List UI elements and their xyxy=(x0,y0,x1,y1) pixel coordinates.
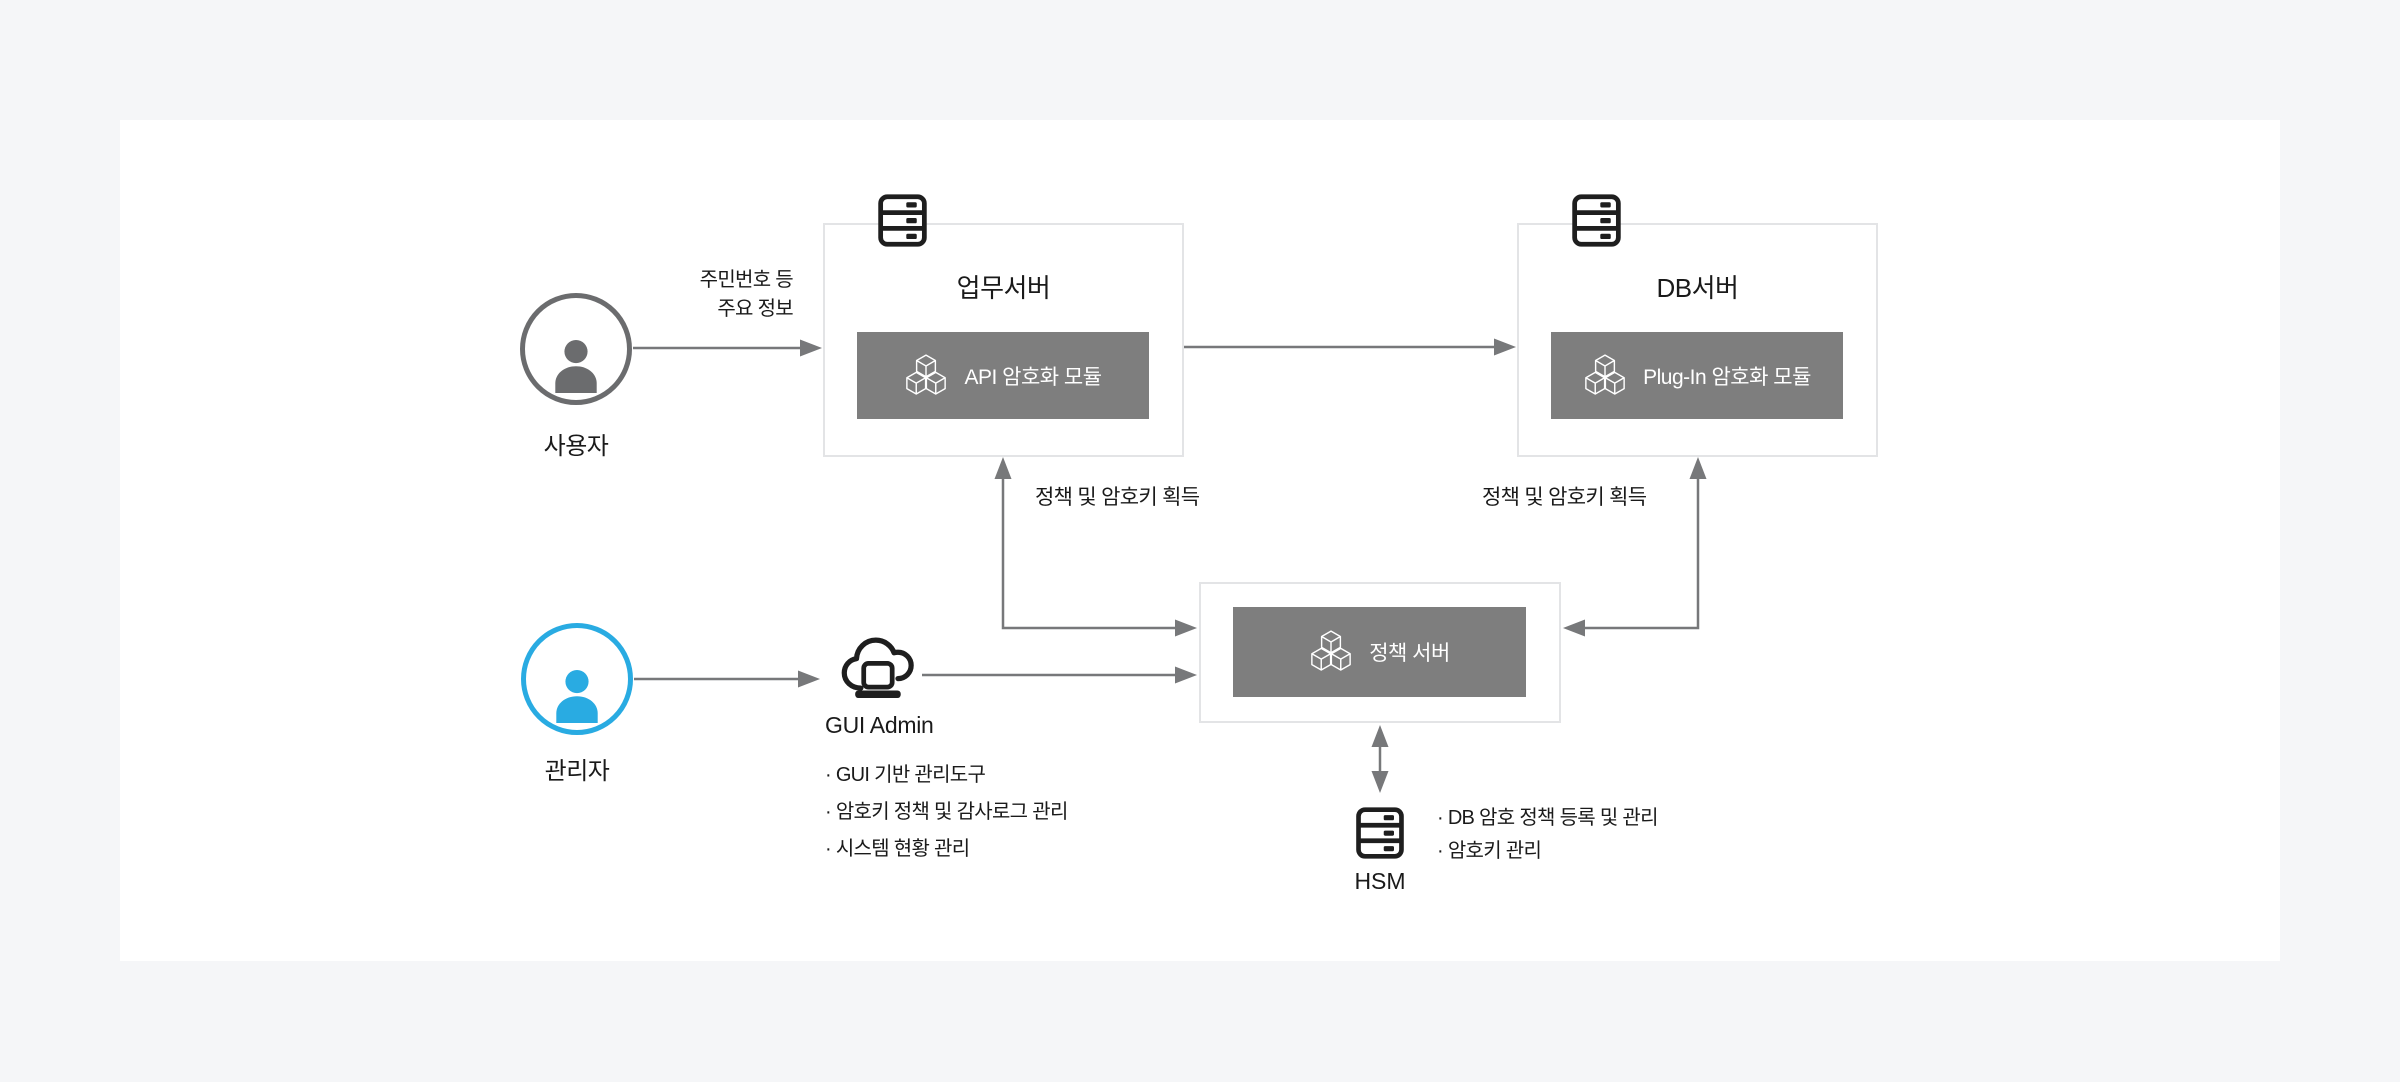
policy-server-label: 정책 서버 xyxy=(1369,642,1450,665)
hsm-server-icon xyxy=(1356,807,1404,859)
edge-label-db-policy: 정책 및 암호키 획득 xyxy=(1482,486,1647,509)
list-item: · DB 암호 정책 등록 및 관리 xyxy=(1437,807,1658,829)
person-icon xyxy=(556,670,598,723)
policy-server-module: 정책 서버 xyxy=(1233,607,1526,697)
edge-label-business-policy: 정책 및 암호키 획득 xyxy=(1035,486,1200,509)
plugin-encryption-module: Plug-In 암호화 모듈 xyxy=(1551,332,1843,419)
user-node xyxy=(520,293,632,405)
cubes-icon xyxy=(906,353,947,395)
gui-admin-label: GUI Admin xyxy=(825,712,934,738)
list-item: · 암호키 정책 및 감사로그 관리 xyxy=(825,801,1068,823)
gui-admin-bullet-list: · GUI 기반 관리도구 · 암호키 정책 및 감사로그 관리 · 시스템 현… xyxy=(825,757,1068,868)
hsm-label: HSM xyxy=(1354,868,1406,894)
list-item: · 시스템 현황 관리 xyxy=(825,838,970,860)
user-label: 사용자 xyxy=(543,433,609,460)
api-encryption-module: API 암호화 모듈 xyxy=(857,332,1149,419)
admin-label: 관리자 xyxy=(544,758,610,785)
server-icon xyxy=(1572,194,1621,247)
server-icon xyxy=(878,194,927,247)
list-item: · 암호키 관리 xyxy=(1437,840,1542,862)
hsm-bullet-list: · DB 암호 정책 등록 및 관리 · 암호키 관리 xyxy=(1437,802,1658,868)
admin-node xyxy=(521,623,633,735)
business-server-box: 업무서버 API 암호화 모듈 xyxy=(823,223,1184,457)
db-server-title: DB서버 xyxy=(1656,273,1739,303)
cubes-icon xyxy=(1311,630,1352,671)
policy-server-box: 정책 서버 xyxy=(1199,582,1561,723)
edge-label-user-to-business: 주민번호 등 주요 정보 xyxy=(699,269,794,320)
person-icon xyxy=(555,340,597,393)
plugin-encryption-module-label: Plug-In 암호화 모듈 xyxy=(1643,365,1811,389)
api-encryption-module-label: API 암호화 모듈 xyxy=(964,365,1102,389)
db-server-box: DB서버 Plug-In 암호화 모듈 xyxy=(1517,223,1878,457)
business-server-title: 업무서버 xyxy=(956,273,1051,303)
cubes-icon xyxy=(1585,353,1625,395)
list-item: · GUI 기반 관리도구 xyxy=(825,764,986,786)
cloud-admin-icon xyxy=(841,637,914,699)
diagram-panel xyxy=(120,120,2280,961)
